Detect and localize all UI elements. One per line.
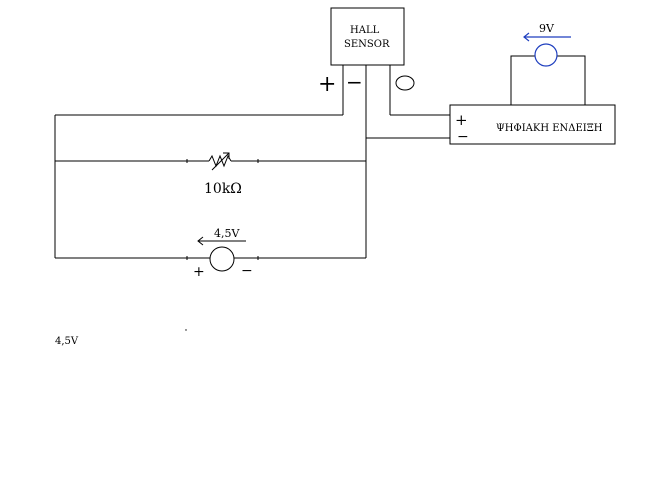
battery-45v-label: 4,5V (214, 227, 240, 240)
display-plus-sign: + (455, 111, 468, 129)
footnote-label: 4,5V (55, 336, 79, 347)
display-minus-sign: − (457, 129, 469, 145)
battery-9v-circle (534, 43, 558, 67)
output-terminal-ellipse (395, 75, 415, 91)
potentiometer-label: 10kΩ (204, 181, 242, 197)
battery-9v-arrowhead (523, 32, 530, 42)
display-box (449, 104, 616, 145)
potentiometer-symbol (208, 154, 232, 168)
pot-wiper-arrow (211, 152, 230, 171)
battery-9v-loop (510, 55, 535, 105)
sensor-minus-sign: − (346, 70, 363, 94)
pot-wiper-arrowhead (223, 152, 230, 159)
battery-45v-arrowhead (197, 236, 204, 246)
hall-sensor-label-2: SENSOR (344, 39, 390, 50)
battery-9v-loop-right (557, 55, 586, 105)
stray-dot (185, 329, 187, 331)
battery-45v-minus: − (241, 263, 253, 279)
battery-45v-circle (209, 246, 235, 272)
battery-45v-plus: + (193, 264, 205, 280)
hall-sensor-label-1: HALL (350, 25, 380, 36)
sensor-plus-sign: + (318, 72, 336, 97)
battery-9v-label: 9V (539, 22, 555, 35)
hall-sensor-box (330, 7, 405, 66)
display-label: ΨΗΦΙΑΚΗ ΕΝΔΕΙΞΗ (496, 123, 603, 134)
